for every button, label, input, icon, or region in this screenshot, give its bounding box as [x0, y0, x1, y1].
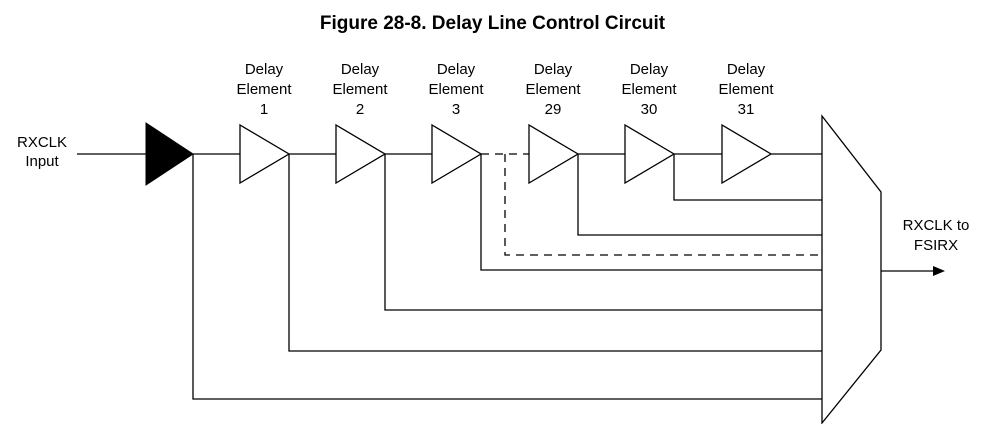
- delay-element-1: [239, 123, 291, 185]
- input-label-line1: RXCLK: [17, 134, 67, 151]
- delay-element-2: [335, 123, 387, 185]
- delay-element-31: [721, 123, 773, 185]
- element-31-label-line3: 31: [738, 101, 755, 118]
- element-3-label-line2: Element: [428, 81, 484, 98]
- element-3-label-line1: Delay: [437, 61, 476, 78]
- figure-title: Figure 28-8. Delay Line Control Circuit: [319, 13, 666, 34]
- element-29-label-line1: Delay: [534, 61, 573, 78]
- element-2-label-line1: Delay: [341, 61, 380, 78]
- element-3-label-line3: 3: [452, 101, 460, 118]
- output-label-line2: FSIRX: [914, 237, 958, 254]
- element-29-label-line3: 29: [545, 101, 562, 118]
- tap-line-30: [673, 154, 822, 201]
- element-30-label-line1: Delay: [630, 61, 669, 78]
- tap-line-3: [480, 154, 822, 271]
- output-arrowhead: [933, 266, 945, 276]
- tap-line-29: [577, 154, 822, 236]
- tap-line-dashed: [504, 154, 822, 256]
- element-30-label-line2: Element: [621, 81, 677, 98]
- element-31-label-line1: Delay: [727, 61, 766, 78]
- multiplexer: [821, 114, 882, 424]
- element-1-label-line2: Element: [236, 81, 292, 98]
- output-label-line1: RXCLK to: [903, 217, 970, 234]
- element-1-label-line3: 1: [260, 101, 268, 118]
- element-31-label-line2: Element: [718, 81, 774, 98]
- tap-line-0: [192, 154, 822, 400]
- element-2-label-line2: Element: [332, 81, 388, 98]
- delay-element-30: [624, 123, 676, 185]
- element-1-label-line1: Delay: [245, 61, 284, 78]
- tap-line-2: [384, 154, 822, 311]
- delay-element-3: [431, 123, 483, 185]
- input-buffer: [145, 122, 194, 186]
- tap-line-1: [288, 154, 822, 352]
- delay-element-29: [528, 123, 580, 185]
- element-30-label-line3: 30: [641, 101, 658, 118]
- input-label-line2: Input: [25, 153, 59, 170]
- element-2-label-line3: 2: [356, 101, 364, 118]
- element-29-label-line2: Element: [525, 81, 581, 98]
